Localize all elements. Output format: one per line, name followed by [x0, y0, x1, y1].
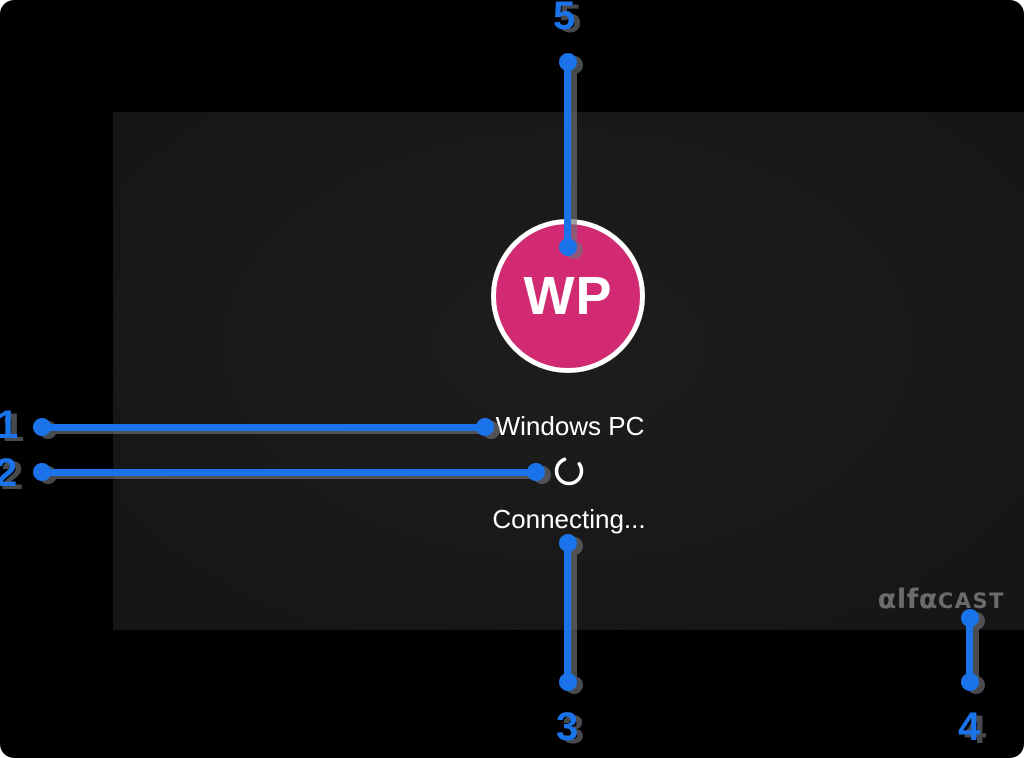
annotation-4-end-dot — [961, 673, 979, 691]
device-avatar: WP — [491, 219, 645, 373]
cast-connection-panel: WP Windows PC Connecting... αlfαCAST — [113, 112, 1024, 630]
annotation-2-start-dot — [33, 463, 51, 481]
annotation-2-label: 2 — [0, 451, 18, 495]
annotation-3-end-dot — [559, 673, 577, 691]
device-avatar-initials: WP — [523, 266, 613, 326]
annotation-3-label: 3 — [556, 705, 579, 749]
annotation-4-label: 4 — [958, 705, 981, 749]
device-name-label: Windows PC — [495, 411, 645, 441]
connection-status-label: Connecting... — [492, 504, 646, 534]
alfacast-logo-cast-text: CAST — [937, 589, 1005, 613]
annotation-1-label: 1 — [0, 403, 19, 447]
alfacast-logo: αlfαCAST — [878, 584, 1005, 615]
annotation-5-label: 5 — [553, 0, 576, 38]
loading-spinner-icon — [554, 456, 584, 486]
alfacast-logo-alpha-text: αlfα — [877, 584, 938, 615]
annotation-5-start-dot — [559, 53, 577, 71]
annotation-1-start-dot — [33, 418, 51, 436]
